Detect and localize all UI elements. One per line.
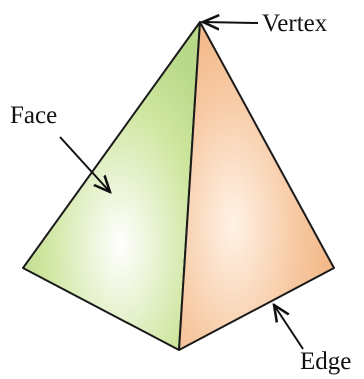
face-arrow bbox=[59, 136, 110, 192]
edge-arrow bbox=[274, 305, 304, 350]
vertex-label: Vertex bbox=[262, 10, 328, 37]
right-face bbox=[178, 21, 335, 351]
vertex-arrow bbox=[203, 22, 259, 23]
left-face bbox=[22, 21, 201, 351]
edge-label: Edge bbox=[300, 348, 352, 375]
face-label: Face bbox=[10, 102, 58, 129]
